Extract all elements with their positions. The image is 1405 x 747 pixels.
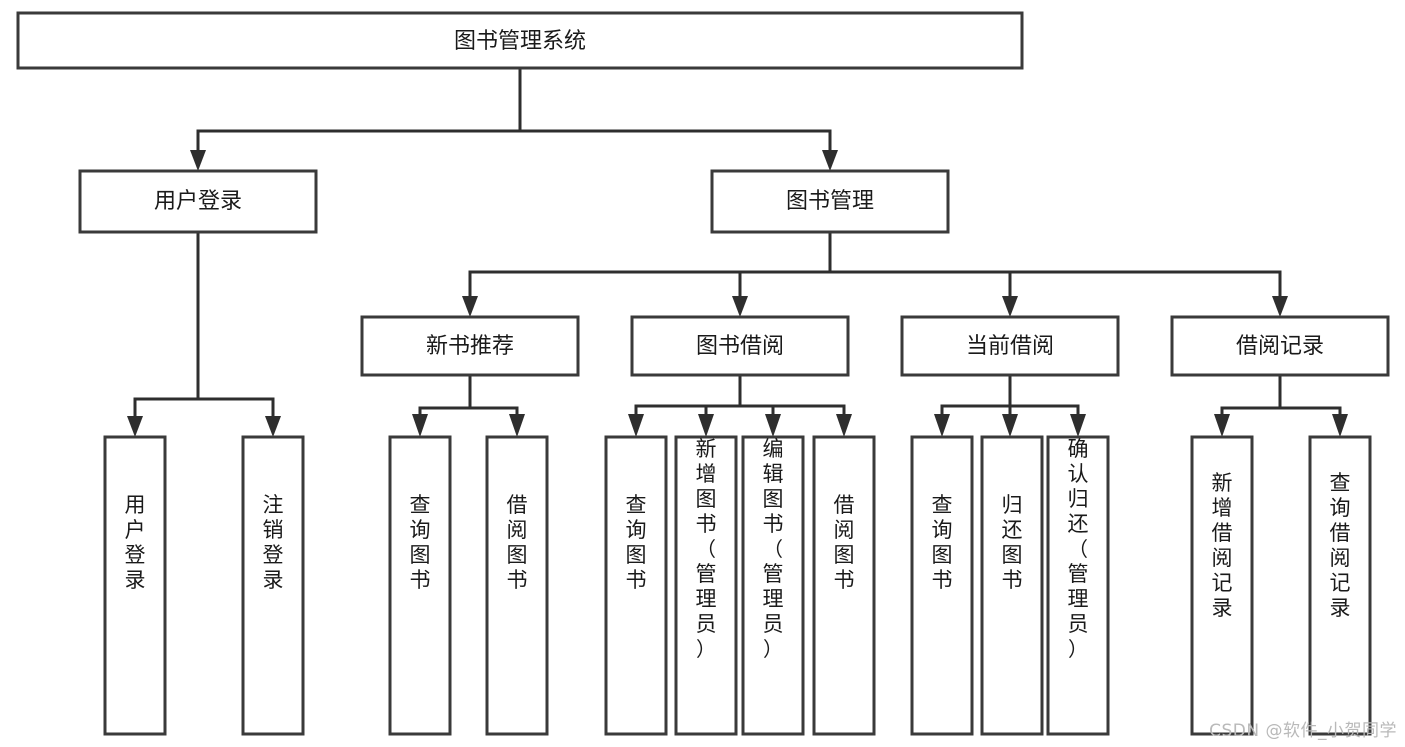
node-current-borrow-label: 当前借阅 — [966, 334, 1054, 359]
leaf-node-cb-query-book[interactable]: 查询图书 — [910, 435, 974, 736]
node-book-management[interactable]: 图书管理 — [710, 169, 950, 234]
leaf-bb-borrow-book-label: 借阅图书 — [834, 493, 855, 592]
connector-group-new-book-recommend — [412, 373, 525, 437]
node-borrow-record[interactable]: 借阅记录 — [1170, 315, 1390, 377]
arrowhead-user-login — [190, 150, 206, 171]
node-user-login-label: 用户登录 — [154, 189, 242, 214]
arrowhead-new-book-recommend — [462, 296, 478, 317]
leaf-cb-query-book-label: 查询图书 — [932, 493, 953, 592]
node-book-management-box[interactable] — [710, 169, 950, 234]
node-new-book-recommend-label: 新书推荐 — [426, 334, 514, 359]
leaf-br-query-record-box[interactable] — [1308, 435, 1372, 736]
leaf-logout-box[interactable] — [241, 435, 305, 736]
leaf-bb-edit-book-label: 编辑图书（管理员） — [763, 437, 784, 661]
node-root-box[interactable] — [16, 11, 1024, 70]
node-book-borrow-label: 图书借阅 — [696, 334, 784, 359]
leaf-node-bb-query-book[interactable]: 查询图书 — [604, 435, 668, 736]
csdn-watermark: CSDN @软件_小贺同学 — [1209, 721, 1397, 741]
leaf-cb-confirm-return-label: 确认归还（管理员） — [1068, 437, 1089, 661]
leaf-node-logout[interactable]: 注销登录 — [241, 435, 305, 736]
leaf-node-cb-return-book[interactable]: 归还图书 — [980, 435, 1044, 736]
arrowhead-borrow-record — [1272, 296, 1288, 317]
connector-group-current-borrow — [934, 373, 1086, 437]
arrowhead-leaf-logout — [265, 416, 281, 437]
arrowhead-bb-leaf-2 — [698, 414, 714, 437]
arrowhead-cb-leaf-1 — [934, 414, 950, 437]
leaf-bb-edit-book-box[interactable] — [741, 435, 805, 736]
arrowhead-br-leaf-1 — [1214, 414, 1230, 437]
leaf-node-bb-add-book[interactable]: 新增图书（管理员） — [674, 435, 738, 736]
node-borrow-record-box[interactable] — [1170, 315, 1390, 377]
leaf-br-add-record-label: 新增借阅记录 — [1212, 471, 1233, 620]
node-user-login[interactable]: 用户登录 — [78, 169, 318, 234]
connector-group-borrow-record — [1214, 373, 1348, 437]
leaf-user-login-label: 用户登录 — [125, 493, 146, 592]
connector-group-root — [190, 66, 838, 171]
leaf-cb-return-book-label: 归还图书 — [1002, 493, 1023, 592]
connector-group-user-login — [127, 230, 281, 437]
leaf-cb-return-book-box[interactable] — [980, 435, 1044, 736]
leaf-nbr-borrow-book-label: 借阅图书 — [507, 493, 528, 592]
node-root-system[interactable]: 图书管理系统 — [16, 11, 1024, 70]
leaf-bb-query-book-box[interactable] — [604, 435, 668, 736]
leaf-node-user-login[interactable]: 用户登录 — [103, 435, 167, 736]
connector-group-book-mgmt — [462, 230, 1288, 317]
node-current-borrow[interactable]: 当前借阅 — [900, 315, 1120, 377]
leaf-bb-query-book-label: 查询图书 — [626, 493, 647, 592]
leaf-node-bb-borrow-book[interactable]: 借阅图书 — [812, 435, 876, 736]
arrowhead-book-borrow — [732, 296, 748, 317]
node-book-borrow[interactable]: 图书借阅 — [630, 315, 850, 377]
arrowhead-book-mgmt — [822, 150, 838, 171]
leaf-nbr-query-book-box[interactable] — [388, 435, 452, 736]
leaf-node-bb-edit-book[interactable]: 编辑图书（管理员） — [741, 435, 805, 736]
arrowhead-current-borrow — [1002, 296, 1018, 317]
leaf-node-br-query-record[interactable]: 查询借阅记录 — [1308, 435, 1372, 736]
leaf-node-br-add-record[interactable]: 新增借阅记录 — [1190, 435, 1254, 736]
arrowhead-nbr-leaf-2 — [509, 414, 525, 437]
leaf-nbr-query-book-label: 查询图书 — [410, 493, 431, 592]
leaf-bb-borrow-book-box[interactable] — [812, 435, 876, 736]
leaf-node-nbr-borrow-book[interactable]: 借阅图书 — [485, 435, 549, 736]
leaf-bb-add-book-label: 新增图书（管理员） — [696, 437, 717, 661]
node-book-borrow-box[interactable] — [630, 315, 850, 377]
node-new-book-recommend-box[interactable] — [360, 315, 580, 377]
arrowhead-cb-leaf-3 — [1070, 414, 1086, 437]
arrowhead-br-leaf-2 — [1332, 414, 1348, 437]
arrowhead-bb-leaf-1 — [628, 414, 644, 437]
leaf-cb-confirm-return-box[interactable] — [1046, 435, 1110, 736]
node-current-borrow-box[interactable] — [900, 315, 1120, 377]
leaf-br-query-record-label: 查询借阅记录 — [1330, 471, 1351, 620]
leaf-user-login-box[interactable] — [103, 435, 167, 736]
node-borrow-record-label: 借阅记录 — [1236, 334, 1324, 359]
leaf-logout-label: 注销登录 — [263, 493, 284, 592]
leaf-br-add-record-box[interactable] — [1190, 435, 1254, 736]
arrowhead-bb-leaf-4 — [836, 414, 852, 437]
leaf-cb-query-book-box[interactable] — [910, 435, 974, 736]
node-new-book-recommend[interactable]: 新书推荐 — [360, 315, 580, 377]
arrowhead-leaf-user-login — [127, 416, 143, 437]
node-book-management-label: 图书管理 — [786, 189, 874, 214]
leaf-bb-add-book-box[interactable] — [674, 435, 738, 736]
leaf-node-cb-confirm-return[interactable]: 确认归还（管理员） — [1046, 435, 1110, 736]
leaf-node-nbr-query-book[interactable]: 查询图书 — [388, 435, 452, 736]
connector-group-book-borrow — [628, 373, 852, 437]
leaf-nbr-borrow-book-box[interactable] — [485, 435, 549, 736]
arrowhead-nbr-leaf-1 — [412, 414, 428, 437]
node-root-label: 图书管理系统 — [454, 29, 586, 54]
arrowhead-cb-leaf-2 — [1002, 414, 1018, 437]
arrowhead-bb-leaf-3 — [765, 414, 781, 437]
node-user-login-box[interactable] — [78, 169, 318, 234]
